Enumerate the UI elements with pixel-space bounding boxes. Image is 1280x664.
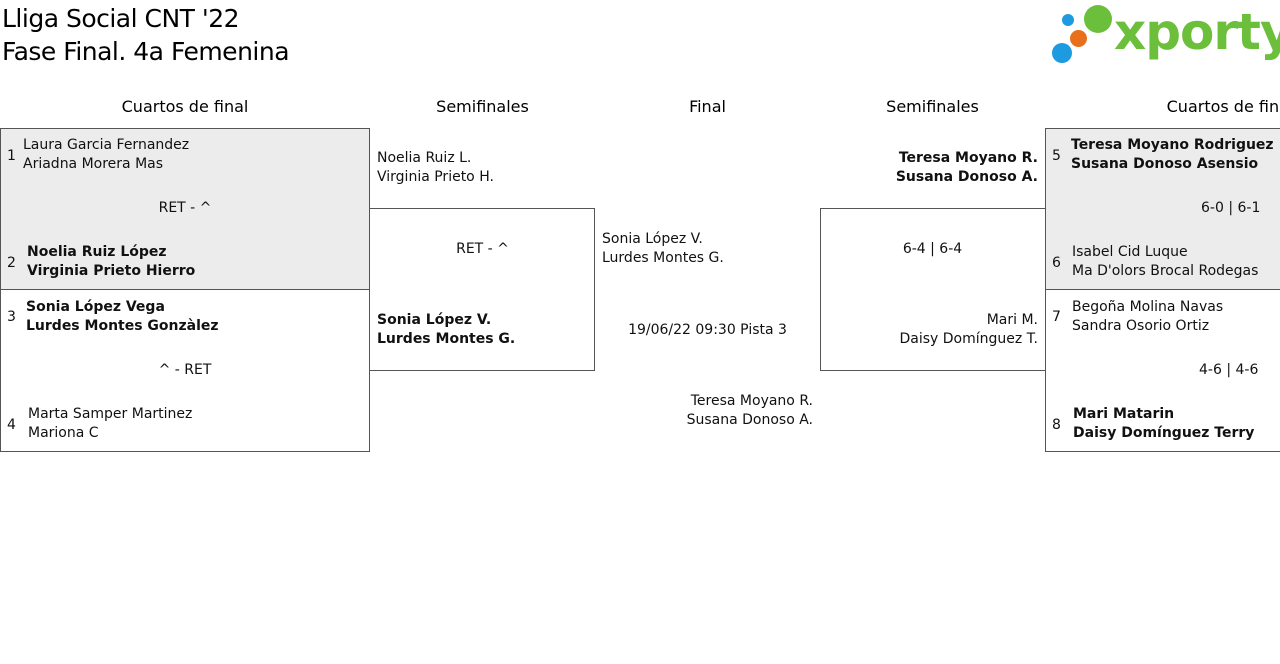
- player-name: Teresa Moyano R.: [898, 150, 1038, 166]
- team-pair[interactable]: Begoña Molina Navas Sandra Osorio Ortiz: [1072, 298, 1223, 336]
- seed-number: 4: [7, 417, 16, 433]
- seed-number: 3: [7, 309, 16, 325]
- player-name: Susana Donoso Asensio: [1071, 156, 1259, 172]
- team-pair[interactable]: Isabel Cid Luque Ma D'olors Brocal Rodeg…: [1072, 243, 1258, 281]
- logo-dot-blue: [1052, 43, 1072, 63]
- player-name: Mariona C: [28, 425, 99, 441]
- seed-number: 6: [1052, 255, 1061, 271]
- match-score: ^ - RET: [158, 362, 212, 378]
- team-pair-winner[interactable]: Teresa Moyano R. Susana Donoso A.: [820, 149, 1038, 187]
- column-header-sf-right: Semifinales: [886, 97, 979, 116]
- team-pair-winner[interactable]: Noelia Ruiz López Virginia Prieto Hierro: [27, 243, 195, 281]
- column-header-qf-left: Cuartos de final: [121, 97, 249, 116]
- logo-dot-orange: [1070, 30, 1087, 47]
- seed-number: 2: [7, 255, 16, 271]
- player-name: Sonia López V.: [602, 231, 703, 247]
- logo-dot-green: [1084, 5, 1112, 33]
- player-name: Noelia Ruiz L.: [377, 150, 472, 166]
- player-name: Noelia Ruiz López: [27, 244, 167, 260]
- seed-number: 5: [1052, 148, 1061, 164]
- match-score: RET - ^: [456, 241, 509, 257]
- match-box-qf3[interactable]: [1045, 128, 1280, 290]
- player-name: Teresa Moyano R.: [690, 393, 813, 409]
- player-name: Lurdes Montes G.: [377, 331, 516, 347]
- match-box-qf1[interactable]: [0, 128, 370, 290]
- column-header-sf-left: Semifinales: [436, 97, 529, 116]
- team-pair-winner[interactable]: Mari Matarin Daisy Domínguez Terry: [1073, 405, 1254, 443]
- player-name: Marta Samper Martinez: [28, 406, 193, 422]
- player-name: Mari M.: [986, 312, 1038, 328]
- team-pair-winner[interactable]: Sonia López Vega Lurdes Montes Gonzàlez: [26, 298, 219, 336]
- logo-wordmark: xporty: [1114, 3, 1280, 61]
- player-name: Sonia López Vega: [26, 299, 165, 315]
- player-name: Virginia Prieto Hierro: [27, 263, 196, 279]
- player-name: Mari Matarin: [1073, 406, 1175, 422]
- player-name: Isabel Cid Luque: [1072, 244, 1188, 260]
- player-name: Lurdes Montes G.: [602, 250, 724, 266]
- xporty-logo[interactable]: xporty: [1050, 3, 1280, 68]
- player-name: Daisy Domínguez Terry: [1073, 425, 1255, 441]
- column-header-qf-right: Cuartos de final: [1166, 97, 1280, 116]
- player-name: Sandra Osorio Ortiz: [1072, 318, 1210, 334]
- player-name: Ariadna Morera Mas: [23, 156, 164, 172]
- column-header-final: Final: [689, 97, 726, 116]
- match-score: 6-4 | 6-4: [902, 241, 963, 257]
- player-name: Susana Donoso A.: [686, 412, 813, 428]
- match-score: RET - ^: [158, 200, 212, 216]
- player-name: Begoña Molina Navas: [1072, 299, 1224, 315]
- team-pair-winner[interactable]: Teresa Moyano Rodriguez Susana Donoso As…: [1071, 136, 1274, 174]
- match-box-sf-left[interactable]: [369, 208, 595, 371]
- seed-number: 8: [1052, 417, 1061, 433]
- match-score: 6-0 | 6-1: [1201, 200, 1261, 216]
- page-title: Lliga Social CNT '22: [2, 4, 240, 33]
- player-name: Susana Donoso A.: [895, 169, 1038, 185]
- team-pair[interactable]: Laura Garcia Fernandez Ariadna Morera Ma…: [23, 136, 189, 174]
- player-name: Daisy Domínguez T.: [899, 331, 1038, 347]
- player-name: Lurdes Montes Gonzàlez: [26, 318, 219, 334]
- player-name: Sonia López V.: [377, 312, 492, 328]
- match-box-qf4[interactable]: [1045, 289, 1280, 452]
- player-name: Laura Garcia Fernandez: [23, 137, 190, 153]
- team-pair[interactable]: Noelia Ruiz L. Virginia Prieto H.: [377, 149, 494, 187]
- team-pair-winner[interactable]: Sonia López V. Lurdes Montes G.: [377, 311, 515, 349]
- player-name: Virginia Prieto H.: [377, 169, 494, 185]
- team-pair[interactable]: Sonia López V. Lurdes Montes G.: [602, 230, 724, 268]
- page-subtitle: Fase Final. 4a Femenina: [2, 37, 290, 66]
- match-schedule: 19/06/22 09:30 Pista 3: [628, 322, 787, 338]
- team-pair[interactable]: Marta Samper Martinez Mariona C: [28, 405, 192, 443]
- team-pair[interactable]: Mari M. Daisy Domínguez T.: [820, 311, 1038, 349]
- seed-number: 1: [7, 148, 16, 164]
- player-name: Teresa Moyano Rodriguez: [1071, 137, 1274, 153]
- player-name: Ma D'olors Brocal Rodegas: [1072, 263, 1259, 279]
- logo-dot-blue-small: [1062, 14, 1074, 26]
- match-score: 4-6 | 4-6: [1199, 362, 1259, 378]
- team-pair[interactable]: Teresa Moyano R. Susana Donoso A.: [600, 392, 813, 430]
- seed-number: 7: [1052, 309, 1061, 325]
